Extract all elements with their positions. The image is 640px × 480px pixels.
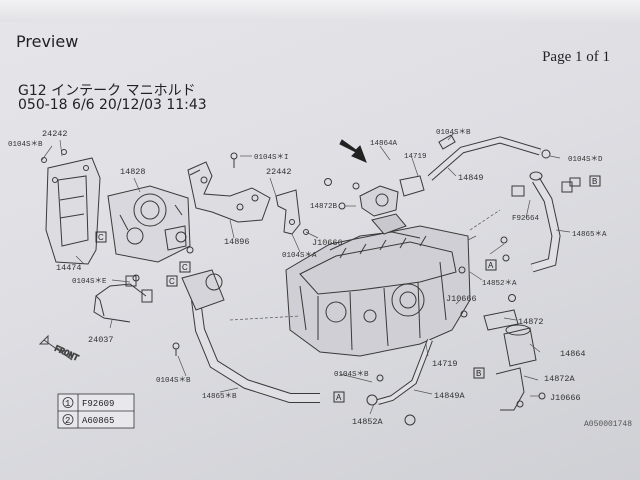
front-label: FRONT bbox=[53, 344, 80, 364]
label-14896: 14896 bbox=[224, 237, 250, 247]
label-14872b: 14872B bbox=[310, 203, 338, 211]
label-0104s-a: 0104S＊A bbox=[282, 251, 317, 260]
label-0104s-b-lower-left: 0104S＊B bbox=[156, 376, 191, 385]
label-14474: 14474 bbox=[56, 263, 82, 273]
drawing-code: A050001748 bbox=[583, 420, 632, 429]
box-b-1: B bbox=[592, 177, 597, 186]
leader-lines bbox=[41, 132, 571, 415]
label-j10666-lower: J10666 bbox=[550, 393, 581, 403]
pipe-14849a-part bbox=[366, 338, 433, 426]
label-14852a: 14852A bbox=[352, 417, 384, 427]
label-24037: 24037 bbox=[88, 335, 114, 345]
valve-14864-part bbox=[483, 309, 537, 411]
label-0104s-b-lower-center: 0104S＊B bbox=[334, 370, 369, 379]
label-14865-b: 14865＊B bbox=[202, 392, 237, 401]
label-14864a: 14864A bbox=[370, 140, 398, 148]
legend-table: 1 2 F92609 A60865 bbox=[57, 393, 135, 429]
print-stamp: 050-18 6/6 20/12/03 11:43 bbox=[18, 97, 207, 113]
reference-boxes: C C C A A B B bbox=[95, 175, 601, 403]
legend-code-1: F92609 bbox=[82, 399, 114, 409]
label-14872: 14872 bbox=[518, 317, 544, 327]
label-0104s-d: 0104S＊D bbox=[568, 155, 603, 164]
label-j10666-mid: J10666 bbox=[446, 294, 477, 304]
pipe-14849-part bbox=[427, 134, 551, 181]
bracket-22442-part bbox=[275, 189, 301, 235]
label-0104s-b-upper: 0104S＊B bbox=[436, 128, 471, 137]
label-0104s-b-left: 0104S＊B bbox=[8, 140, 43, 149]
preview-label: Preview bbox=[16, 32, 79, 51]
label-0104s-i: 0104S＊I bbox=[254, 153, 289, 162]
label-14852-a-right: 14852＊A bbox=[482, 279, 517, 288]
label-14828: 14828 bbox=[120, 167, 146, 177]
label-14849a: 14849A bbox=[434, 391, 466, 401]
engine-block-part bbox=[285, 175, 471, 357]
label-14865-a: 14865＊A bbox=[572, 230, 607, 239]
legend-num-2: 2 bbox=[65, 416, 70, 426]
diagram-title: G12 インテーク マニホルド bbox=[18, 83, 196, 99]
page-indicator: Page 1 of 1 bbox=[542, 49, 610, 65]
pointer-arrow-icon bbox=[339, 139, 367, 163]
legend-code-2: A60865 bbox=[82, 416, 114, 426]
turbo-unit-part bbox=[107, 185, 191, 263]
box-c-1: C bbox=[98, 233, 104, 242]
label-f92664: F92664 bbox=[512, 215, 540, 223]
box-c-3: C bbox=[169, 277, 175, 286]
box-b-2: B bbox=[476, 369, 481, 378]
viewer-top-band bbox=[0, 0, 640, 22]
front-arrow-icon: FRONT bbox=[38, 334, 81, 364]
label-0104s-e: 0104S＊E bbox=[72, 277, 107, 286]
label-14719-upper: 14719 bbox=[404, 153, 427, 161]
label-j10666-upper: J10666 bbox=[312, 238, 343, 248]
label-14864: 14864 bbox=[560, 349, 586, 359]
box-a-2: A bbox=[336, 393, 342, 402]
hose-14865a-part bbox=[511, 171, 581, 273]
legend-num-1: 1 bbox=[65, 399, 70, 409]
label-22442: 22442 bbox=[266, 167, 292, 177]
label-14849: 14849 bbox=[458, 173, 484, 183]
box-a-1: A bbox=[488, 261, 494, 270]
box-c-2: C bbox=[182, 263, 188, 272]
hose-14865b-part bbox=[181, 269, 320, 403]
bracket-14896-part bbox=[187, 161, 271, 223]
label-14719-lower: 14719 bbox=[432, 359, 458, 369]
label-14872a: 14872A bbox=[544, 374, 576, 384]
bolt-icons bbox=[41, 149, 546, 400]
heat-shield-part bbox=[45, 157, 101, 265]
label-24242: 24242 bbox=[42, 129, 68, 139]
